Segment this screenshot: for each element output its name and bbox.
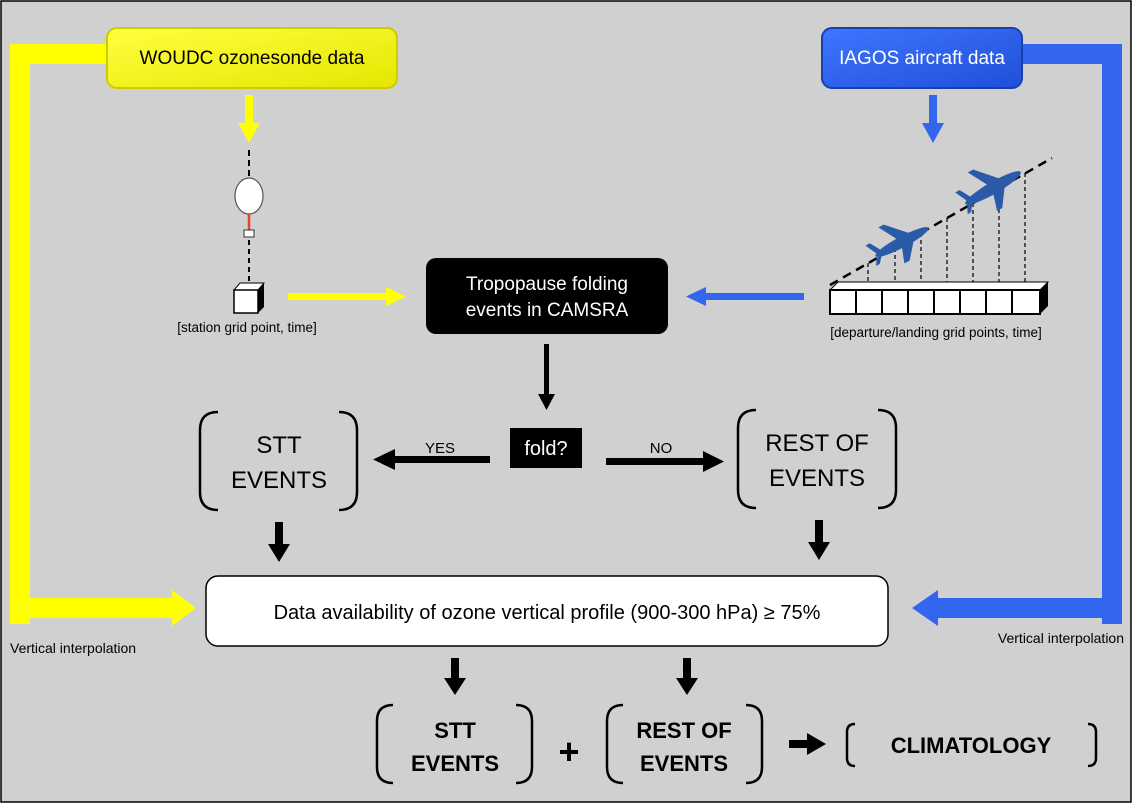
fold-decision-box: fold?: [510, 428, 582, 468]
availability-box: Data availability of ozone vertical prof…: [205, 575, 889, 647]
bottom-rest-group: REST OF EVENTS: [605, 703, 764, 785]
station-label: [station grid point, time]: [177, 320, 317, 335]
to-climatology-arrow: [789, 733, 826, 755]
availability-to-rest-arrow: [676, 658, 698, 695]
stt-line1: STT: [256, 432, 302, 459]
airports-to-tropopause-arrow: [686, 287, 804, 306]
tropopause-line2: events in CAMSRA: [466, 300, 629, 321]
balloon-icon: [234, 150, 264, 282]
climatology-label: CLIMATOLOGY: [891, 733, 1052, 758]
station-grid-cube-icon: [232, 282, 266, 314]
woudc-down-arrow: [238, 95, 260, 143]
airports-label: [departure/landing grid points, time]: [830, 325, 1042, 340]
iagos-down-arrow: [922, 95, 944, 143]
airplane-icon: [955, 169, 1021, 215]
bottom-stt-line2: EVENTS: [411, 751, 499, 776]
rest-line1: REST OF: [765, 430, 869, 457]
fold-label: fold?: [524, 438, 567, 460]
bottom-rest-line1: REST OF: [636, 718, 731, 743]
no-label: NO: [650, 440, 673, 457]
bottom-rest-line2: EVENTS: [640, 751, 728, 776]
tropopause-box: Tropopause folding events in CAMSRA: [426, 258, 668, 334]
stt-to-availability-arrow: [268, 522, 290, 562]
woudc-box: WOUDC ozonesonde data: [106, 27, 398, 89]
rest-events-group: REST OF EVENTS: [736, 408, 898, 510]
rest-line2: EVENTS: [769, 465, 865, 492]
climatology-group: CLIMATOLOGY: [845, 722, 1098, 768]
airport-grid-row-icon: [828, 281, 1050, 315]
yes-label: YES: [425, 440, 455, 457]
plus-sign: +: [558, 731, 579, 772]
rest-to-availability-arrow: [808, 520, 830, 560]
availability-label: Data availability of ozone vertical prof…: [274, 602, 821, 624]
vertical-interpolation-left: Vertical interpolation: [10, 640, 136, 656]
airplane-icon: [865, 224, 929, 266]
iagos-label: IAGOS aircraft data: [839, 48, 1005, 69]
stt-line2: EVENTS: [231, 467, 327, 494]
yellow-loop-arrow: [10, 44, 196, 626]
no-arrow: [606, 451, 724, 472]
vertical-interpolation-right: Vertical interpolation: [998, 630, 1124, 646]
availability-to-stt-arrow: [444, 658, 466, 695]
yes-arrow: [373, 449, 490, 470]
tropopause-line1: Tropopause folding: [466, 274, 628, 295]
iagos-box: IAGOS aircraft data: [821, 27, 1023, 89]
blue-loop-arrow: [912, 44, 1122, 626]
bottom-stt-line1: STT: [434, 718, 476, 743]
station-to-tropopause-arrow: [288, 287, 406, 306]
tropopause-to-fold-arrow: [538, 344, 555, 410]
woudc-label: WOUDC ozonesonde data: [140, 48, 365, 69]
stt-events-group: STT EVENTS: [198, 410, 359, 512]
bottom-stt-group: STT EVENTS: [375, 703, 534, 785]
